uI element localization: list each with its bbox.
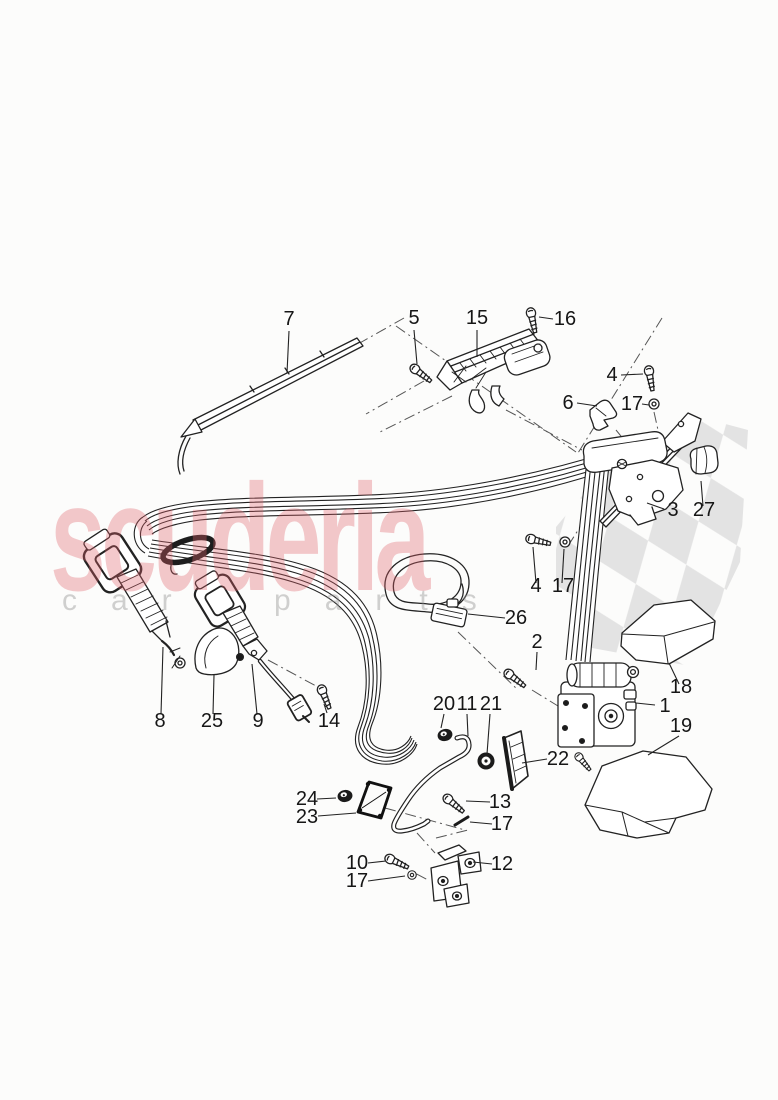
callout-11: 11 [457,693,478,715]
callout-9: 9 [252,710,263,732]
part-8-buckle [82,528,186,669]
callout-21: 21 [480,693,502,715]
part-15-belt-feeder [436,328,551,414]
callout-15: 15 [466,307,488,329]
callout-25: 25 [201,710,223,732]
callout-23: 23 [296,806,318,828]
callout-12: 12 [491,853,513,875]
part-7-rail [177,337,364,475]
callout-6: 6 [562,392,573,414]
part-23-plate [356,780,393,820]
callout-7: 7 [283,308,294,330]
screw-5 [407,361,435,386]
callout-4-lower: 4 [530,575,541,597]
part-25-boot [194,627,240,676]
callout-2: 2 [531,631,542,653]
part-26-cable-loop [384,553,470,628]
callout-17-pin: 17 [491,813,513,835]
washer-17-upper [648,398,660,410]
part-1-retractor [557,662,640,774]
belt-guide-ring [160,534,216,575]
leader-lines [160,316,704,882]
part-6-latch-lever [589,399,618,431]
part-3-mount-bracket [582,412,702,528]
part-12-bracket [430,844,482,908]
callout-17-upper: 17 [621,393,643,415]
callout-labels: 7 5 15 16 4 6 17 3 27 4 17 26 2 18 1 19 … [154,307,715,892]
callout-16: 16 [554,308,576,330]
bolt-4-upper [642,364,658,393]
part-27-clip [689,445,719,475]
screw-10 [382,851,411,873]
callout-26: 26 [505,607,527,629]
washer-17-bottom [407,870,417,880]
washer-17-lower [559,536,571,548]
part-9-buckle [193,570,313,723]
callout-3: 3 [667,499,678,521]
seat-belt-webbing [133,449,621,765]
construction-lines [267,317,663,881]
part-11-link-rod [391,734,472,834]
bolt-4-lower [524,532,553,549]
pin-17 [453,815,470,827]
callout-17-lower: 17 [552,575,574,597]
part-19-pad [584,750,713,839]
callout-1: 1 [659,695,670,717]
callout-18: 18 [670,676,692,698]
callout-14: 14 [318,710,340,732]
callout-8: 8 [154,710,165,732]
washer-21 [477,752,495,770]
callout-4-upper: 4 [606,364,617,386]
callout-13: 13 [489,791,511,813]
bolt-13 [440,791,467,817]
callout-10: 10 [346,852,368,874]
part-18-pad [620,599,716,665]
grommet-20 [435,726,455,744]
callout-20: 20 [433,693,455,715]
callout-27: 27 [693,499,715,521]
callout-22: 22 [547,748,569,770]
part-22-plate [502,730,529,791]
callout-19: 19 [670,715,692,737]
callout-5: 5 [408,307,419,329]
callout-17-bottom: 17 [346,870,368,892]
callout-24: 24 [296,788,318,810]
grommet-24 [335,788,355,804]
